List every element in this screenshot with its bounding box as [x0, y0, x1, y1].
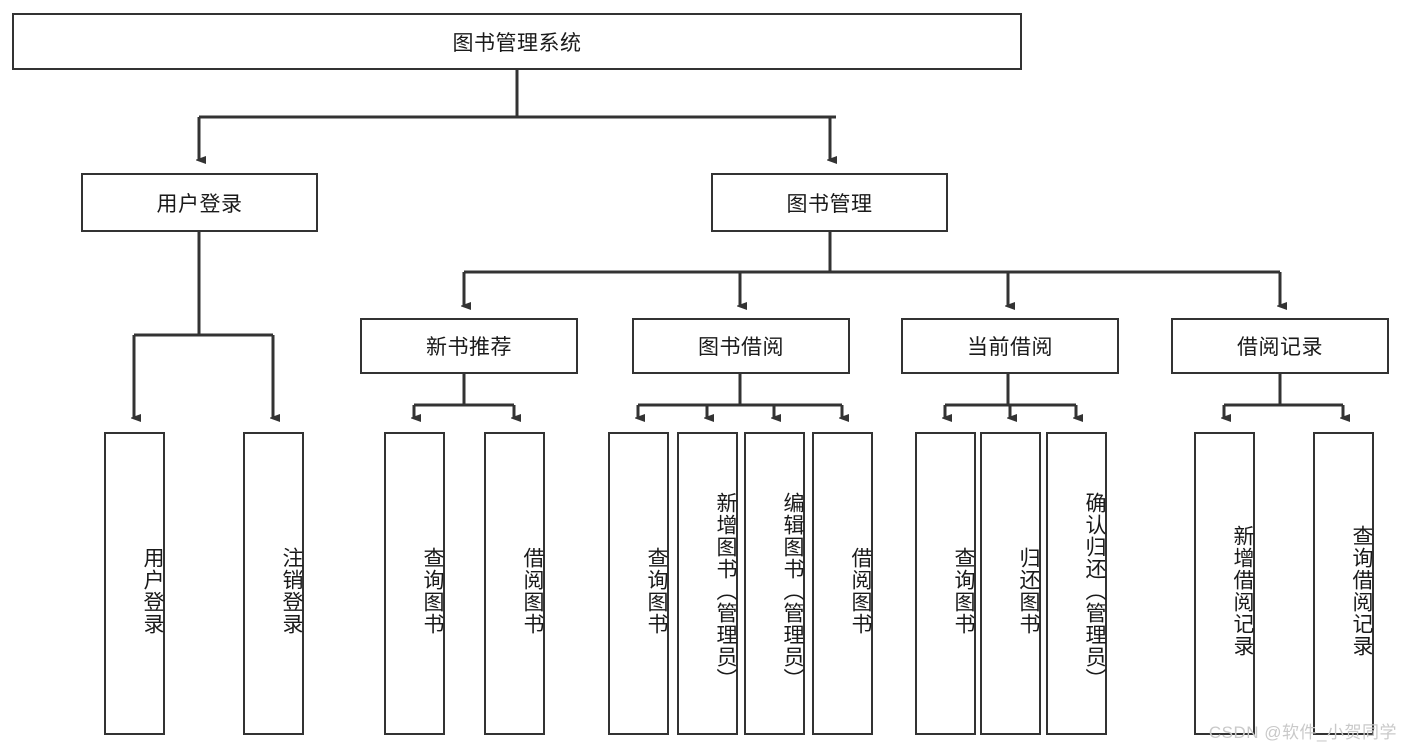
node-new-book-recommend[interactable]: 新书推荐: [360, 318, 578, 374]
node-label: 新增图书（管理员）: [714, 491, 737, 690]
node-label: 新书推荐: [426, 336, 512, 359]
leaf-book-borrow-edit-book-admin[interactable]: 编辑图书（管理员）: [744, 432, 805, 735]
node-label: 图书管理系统: [452, 31, 582, 55]
node-label: 用户登录: [156, 192, 243, 216]
node-label: 查询图书: [421, 546, 444, 635]
leaf-borrow-record-query-record[interactable]: 查询借阅记录: [1313, 432, 1374, 735]
node-label: 查询图书: [952, 546, 975, 635]
csdn-watermark: CSDN @软件_小贺同学: [1208, 723, 1397, 742]
leaf-book-borrow-query-book[interactable]: 查询图书: [608, 432, 669, 735]
node-label: 注销登录: [280, 546, 303, 635]
node-label: 编辑图书（管理员）: [781, 491, 804, 690]
leaf-new-book-borrow-book[interactable]: 借阅图书: [484, 432, 545, 735]
node-label: 图书借阅: [698, 336, 784, 359]
leaf-current-borrow-confirm-return-admin[interactable]: 确认归还（管理员）: [1046, 432, 1107, 735]
leaf-current-borrow-query-book[interactable]: 查询图书: [915, 432, 976, 735]
node-label: 图书管理: [786, 192, 873, 216]
node-label: 新增借阅记录: [1231, 524, 1254, 657]
node-user-login[interactable]: 用户登录: [81, 173, 318, 232]
leaf-book-borrow-add-book-admin[interactable]: 新增图书（管理员）: [677, 432, 738, 735]
node-label: 查询借阅记录: [1350, 524, 1373, 657]
leaf-user-login-signin[interactable]: 用户登录: [104, 432, 165, 735]
node-label: 借阅记录: [1237, 336, 1323, 359]
leaf-new-book-query-book[interactable]: 查询图书: [384, 432, 445, 735]
node-current-borrow[interactable]: 当前借阅: [901, 318, 1119, 374]
leaf-borrow-record-add-record[interactable]: 新增借阅记录: [1194, 432, 1255, 735]
node-book-borrow[interactable]: 图书借阅: [632, 318, 850, 374]
node-label: 当前借阅: [967, 336, 1053, 359]
node-label: 确认归还（管理员）: [1083, 491, 1106, 690]
leaf-current-borrow-return-book[interactable]: 归还图书: [980, 432, 1041, 735]
node-label: 归还图书: [1017, 546, 1040, 635]
node-label: 查询图书: [645, 546, 668, 635]
node-label: 借阅图书: [521, 546, 544, 635]
node-book-management[interactable]: 图书管理: [711, 173, 948, 232]
node-label: 用户登录: [141, 546, 164, 635]
leaf-user-login-signout[interactable]: 注销登录: [243, 432, 304, 735]
node-borrow-record[interactable]: 借阅记录: [1171, 318, 1389, 374]
node-root-system[interactable]: 图书管理系统: [12, 13, 1022, 70]
node-label: 借阅图书: [849, 546, 872, 635]
leaf-book-borrow-borrow-book[interactable]: 借阅图书: [812, 432, 873, 735]
